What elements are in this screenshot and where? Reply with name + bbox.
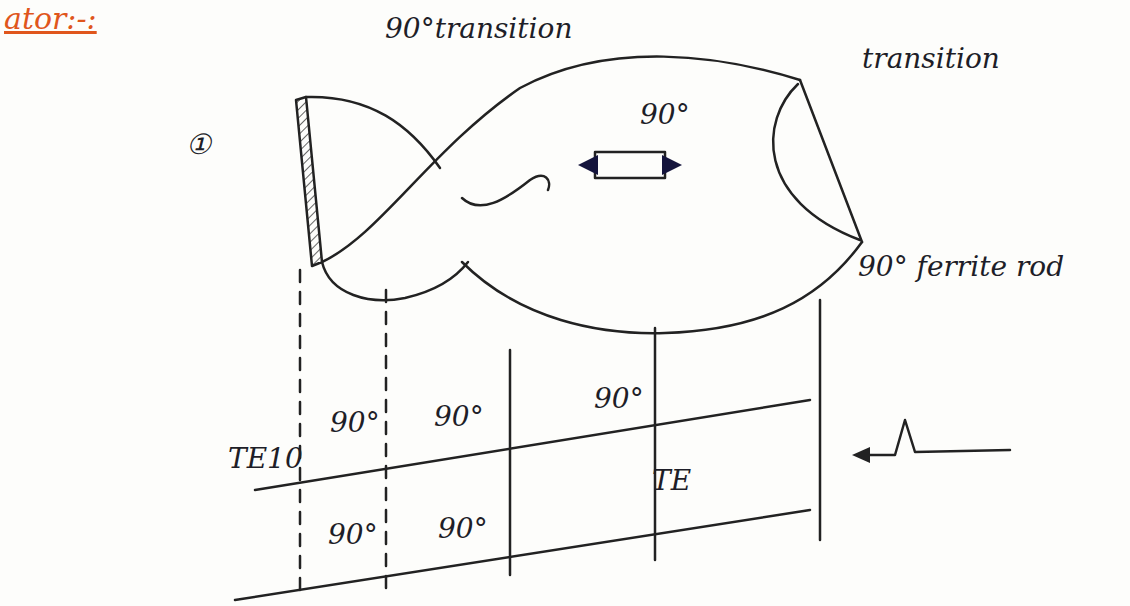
part-label: 90° ferrite rod [858, 252, 1064, 283]
angle-label: 90° [434, 402, 484, 433]
mode-label: TE10 [228, 444, 303, 475]
angle-label: 90° [330, 408, 380, 439]
mode-label: TE [652, 466, 691, 497]
transition-label: transition [862, 44, 1000, 75]
heading: ator:-: [4, 2, 97, 35]
angle-label: 90° [328, 520, 378, 551]
callout-number: ① [186, 130, 211, 161]
angle-label: 90° [438, 514, 488, 545]
angle-label: 90° [594, 384, 644, 415]
angle-label: 90° [640, 100, 690, 131]
transition-label: 90°transition [385, 14, 572, 45]
